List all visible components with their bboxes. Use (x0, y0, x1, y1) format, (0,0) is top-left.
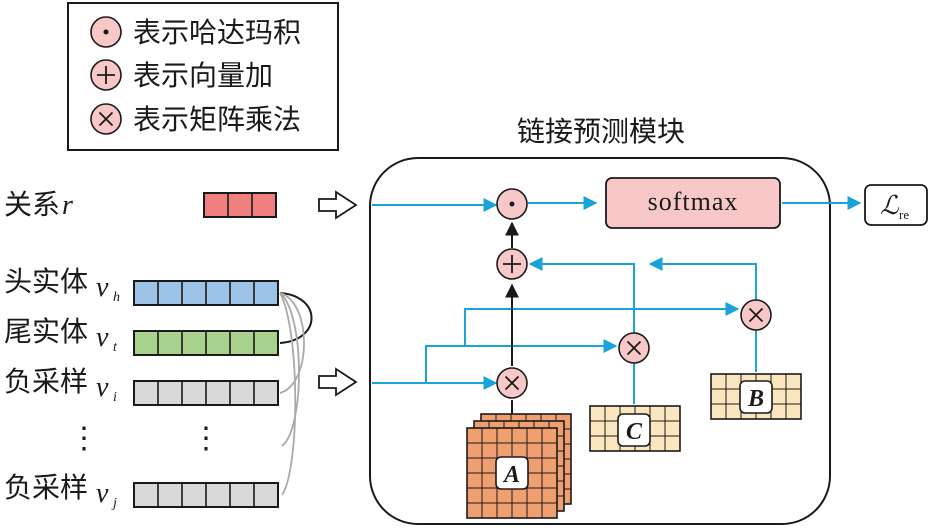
entity-input-arrow (318, 367, 358, 397)
hadamard-operator (496, 188, 528, 220)
svg-text:负采样: 负采样 (4, 365, 88, 398)
loss-symbol: ℒ (880, 191, 900, 220)
head-entity-label: 头实体 v h (4, 265, 120, 305)
legend-label-mul: 表示矩阵乘法 (133, 103, 301, 136)
matrix-c-label: C (626, 419, 643, 445)
loss-output: ℒ re (864, 184, 928, 226)
legend-label-add: 表示向量加 (133, 59, 273, 92)
svg-text:关系: 关系 (4, 188, 60, 221)
loss-subscript: re (899, 207, 909, 222)
svg-text:h: h (113, 290, 120, 305)
relation-vector (203, 192, 277, 218)
matrix-b-label: B (747, 386, 764, 412)
multiply-operator-c (618, 332, 650, 364)
legend-label-hadamard: 表示哈达玛积 (133, 16, 301, 49)
entity-connector-curves (279, 292, 313, 496)
relation-input-arrow (318, 190, 358, 220)
module-title: 链接预测模块 (517, 115, 685, 148)
negative-sample-i-label: 负采样 v i (4, 365, 117, 405)
relation-label: 关系 r (4, 188, 73, 221)
head-entity-vector (133, 280, 279, 306)
svg-text:负采样: 负采样 (4, 471, 88, 504)
softmax-label: softmax (648, 187, 739, 216)
legend-item-mul: 表示矩阵乘法 (90, 103, 301, 136)
svg-text:t: t (113, 340, 118, 355)
legend-item-hadamard: 表示哈达玛积 (90, 16, 301, 49)
link-prediction-module (369, 157, 831, 525)
softmax-block: softmax (605, 177, 781, 229)
svg-text:v: v (96, 272, 109, 303)
tail-entity-vector (133, 330, 279, 356)
add-operator (496, 248, 528, 280)
tail-entity-label: 尾实体 v t (4, 315, 118, 355)
svg-text:尾实体: 尾实体 (4, 315, 88, 348)
svg-text:v: v (96, 478, 109, 509)
matrix-b: B (710, 373, 802, 420)
svg-text:v: v (96, 372, 109, 403)
svg-text:头实体: 头实体 (4, 265, 88, 298)
ellipsis-right: ⋮ (191, 422, 221, 455)
matrix-c: C (589, 405, 681, 452)
svg-text:j: j (111, 496, 117, 511)
negative-sample-j-vector (133, 482, 279, 508)
legend: 表示哈达玛积 表示向量加 表示矩阵乘法 (67, 2, 339, 151)
matrix-a-label: A (502, 462, 520, 488)
ellipsis-left: ⋮ (69, 422, 99, 455)
multiply-operator-a (496, 367, 528, 399)
negative-sample-j-label: 负采样 v j (4, 471, 117, 511)
svg-text:v: v (96, 322, 109, 353)
legend-item-add: 表示向量加 (90, 59, 273, 92)
svg-text:r: r (62, 190, 73, 221)
svg-text:i: i (113, 390, 117, 405)
negative-sample-i-vector (133, 380, 279, 406)
matrix-a: A (466, 413, 572, 519)
multiply-operator-b (740, 299, 772, 331)
input-labels: 关系 r 头实体 v h 尾实体 v t 负采样 v i ⋮ ⋮ 负采样 v j (4, 188, 221, 511)
